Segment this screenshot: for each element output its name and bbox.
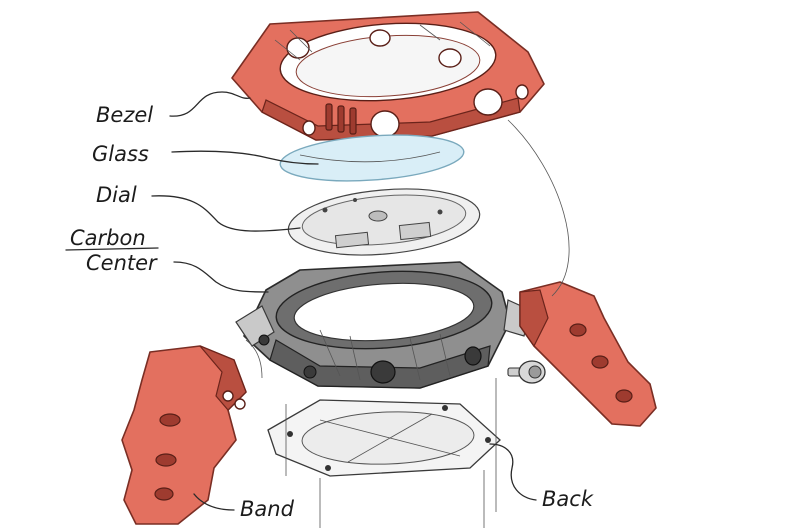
carbon-center-leader [173, 261, 269, 293]
carbon-underline [65, 247, 159, 251]
label-carbon: Carbon [70, 226, 146, 250]
label-glass: Glass [92, 142, 149, 166]
carbon-center-case [235, 261, 531, 389]
bezel-leader [169, 91, 251, 117]
label-center: Center [86, 251, 158, 275]
case-back-part [267, 399, 501, 477]
label-dial: Dial [96, 183, 137, 207]
bezel-part [231, 11, 545, 141]
band-right-part [519, 281, 657, 427]
glass-part [279, 134, 465, 182]
crown-button [507, 360, 546, 384]
dial-part [287, 188, 481, 256]
glass-leader [171, 150, 319, 165]
label-bezel: Bezel [96, 103, 153, 127]
back-leader [489, 443, 537, 501]
band-leader [193, 493, 235, 511]
label-band: Band [240, 497, 295, 521]
band-left-part [121, 345, 247, 525]
label-back: Back [542, 487, 594, 511]
dial-leader [151, 195, 301, 232]
